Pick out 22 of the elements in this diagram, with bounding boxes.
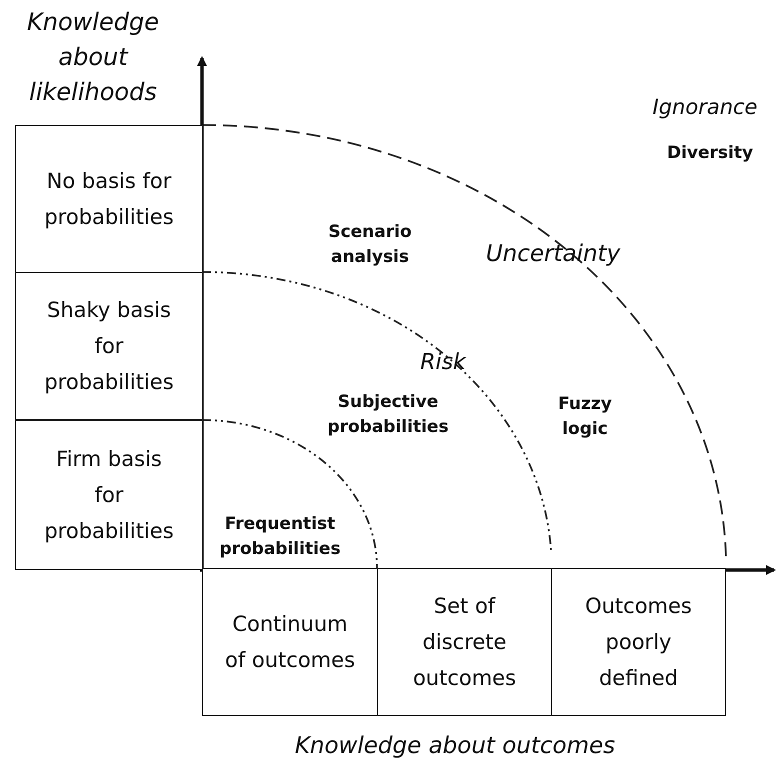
category-box — [15, 420, 203, 570]
category-box — [377, 568, 552, 716]
category-label: No basis for probabilities — [44, 168, 174, 231]
category-label: Continuum of outcomes — [224, 611, 356, 674]
category-label: Set of discrete outcomes — [412, 593, 518, 692]
technique-label: Subjective probabilities — [326, 391, 450, 439]
region-label: Ignorance — [652, 94, 758, 121]
category-label: Outcomes poorly defined — [584, 593, 693, 692]
region-label: Uncertainty — [484, 240, 622, 269]
technique-label: Scenario analysis — [327, 221, 413, 269]
technique-label: Fuzzy logic — [557, 393, 613, 441]
axis-title: Knowledge about likelihoods — [26, 7, 160, 108]
technique-label: Diversity — [666, 142, 754, 165]
category-label: Firm basis for probabilities — [44, 446, 174, 545]
category-box — [15, 272, 203, 420]
region-label: Risk — [419, 349, 468, 377]
category-box — [15, 125, 203, 273]
axis-title: Knowledge about outcomes — [294, 732, 616, 761]
category-box — [202, 568, 378, 716]
category-box — [551, 568, 726, 716]
category-label: Shaky basis for probabilities — [44, 297, 174, 396]
technique-label: Frequentist probabilities — [218, 513, 342, 561]
